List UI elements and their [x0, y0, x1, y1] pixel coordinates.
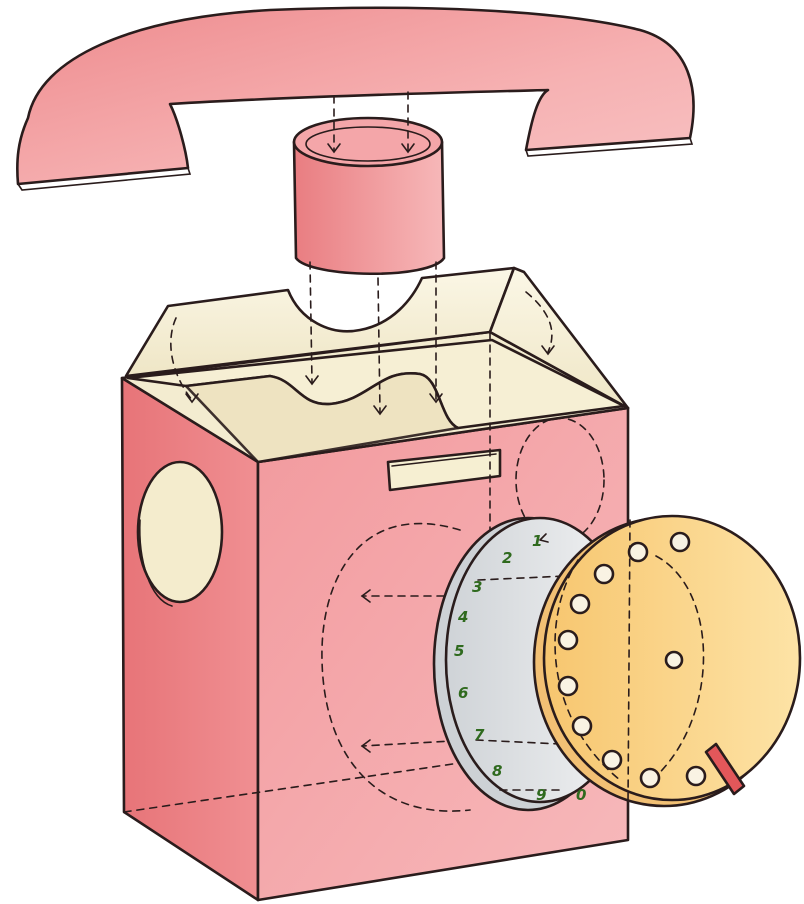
cylinder-connector	[294, 118, 444, 274]
dial-number-4: 4	[457, 608, 468, 626]
side-window	[138, 462, 222, 606]
dial-number-0: 0	[576, 786, 586, 804]
dial-number-6: 6	[458, 684, 468, 702]
dial-number-9: 9	[536, 786, 546, 804]
dial-number-8: 8	[492, 762, 502, 780]
dial-number-7: 7	[474, 726, 485, 744]
dial-number-2: 2	[502, 549, 512, 567]
dial-number-3: 3	[472, 578, 482, 596]
rotary-dial	[534, 516, 800, 806]
dial-number-1: 1	[532, 532, 542, 550]
dial-number-5: 5	[454, 642, 464, 660]
